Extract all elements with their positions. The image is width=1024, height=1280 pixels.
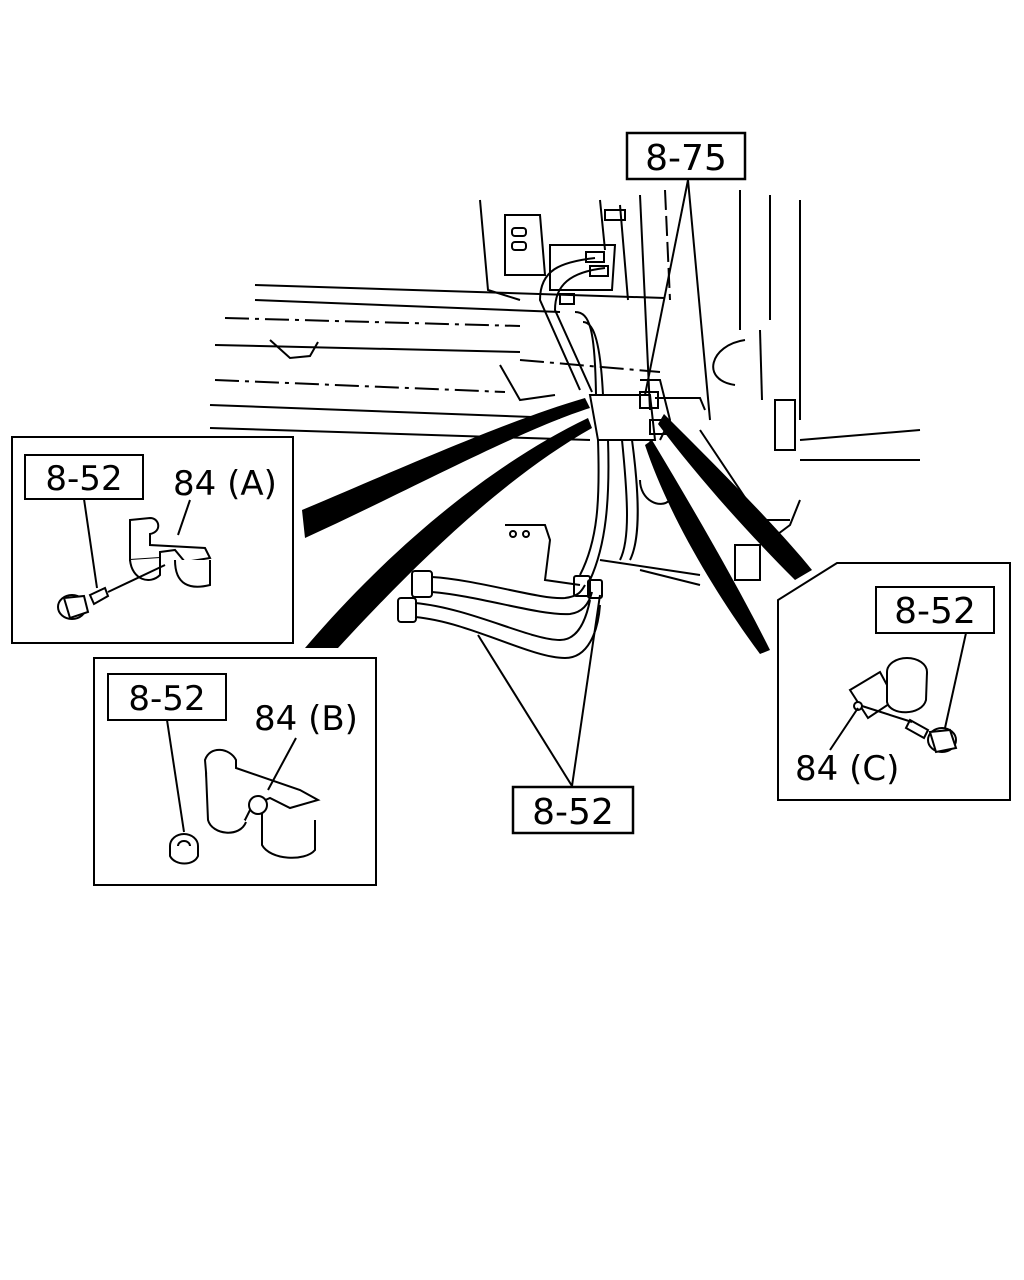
reference-label-bottom: 8-52: [532, 792, 614, 833]
nut-b-icon: [169, 833, 199, 865]
clamp-b-icon: [203, 748, 321, 859]
part-label-b: 84 (B): [254, 699, 358, 739]
bolt-c-icon: [904, 718, 958, 754]
reference-box-b[interactable]: 8-52: [107, 673, 227, 721]
reference-label-c: 8-52: [894, 591, 976, 632]
reference-box-bottom[interactable]: 8-52: [511, 785, 635, 835]
chassis-frame: [209, 189, 921, 586]
leader-lines: [477, 179, 711, 787]
detail-box-b: 8-52 84 (B): [93, 657, 377, 886]
bolt-a-icon: [57, 586, 110, 620]
part-label-c: 84 (C): [795, 749, 899, 789]
pointer-wedges: [302, 398, 812, 654]
reference-label-b: 8-52: [128, 679, 205, 719]
reference-label-top: 8-75: [645, 138, 727, 179]
detail-box-c: 8-52 84 (C): [777, 562, 1011, 801]
reference-box-top[interactable]: 8-75: [625, 131, 747, 181]
clamp-a-icon: [129, 516, 212, 588]
reference-box-a[interactable]: 8-52: [24, 454, 144, 500]
mount-holes: [509, 227, 530, 538]
reference-box-c[interactable]: 8-52: [875, 586, 995, 634]
detail-box-a: 8-52 84 (A): [11, 436, 294, 644]
reference-label-a: 8-52: [45, 459, 122, 499]
clamp-c-icon: [848, 657, 928, 720]
part-label-a: 84 (A): [173, 464, 277, 504]
